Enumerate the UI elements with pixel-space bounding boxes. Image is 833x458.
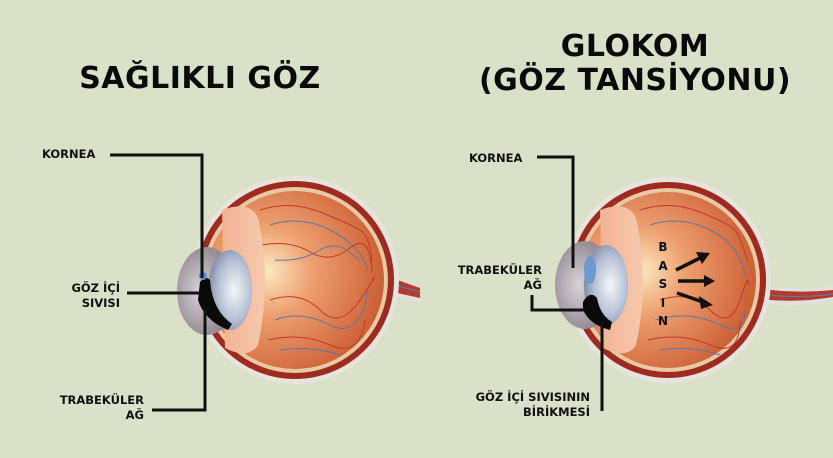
pressure-label: B A S I N xyxy=(657,240,669,328)
leader-lines xyxy=(530,155,604,411)
label-aqueous-fluid: GÖZ İÇİ SIVISI xyxy=(71,281,120,310)
label-trabecular-meshwork: TRABEKÜLER AĞ xyxy=(59,393,144,422)
glaucoma-eye xyxy=(530,155,833,411)
healthy-eye xyxy=(110,153,421,412)
retinal-vessels xyxy=(259,205,375,356)
glaucoma-title: GLOKOM (GÖZ TANSİYONU) xyxy=(440,30,830,97)
glaucoma-title-line1: GLOKOM xyxy=(560,29,710,64)
aqueous-fluid xyxy=(198,277,232,330)
label-trabecular-meshwork: TRABEKÜLER AĞ xyxy=(457,263,542,292)
glaucoma-title-line2: (GÖZ TANSİYONU) xyxy=(478,62,792,98)
label-fluid-buildup: GÖZ İÇİ SIVISININ BİRİKMESİ xyxy=(475,390,590,419)
leader-lines xyxy=(110,153,207,412)
healthy-eye-title: SAĞLIKLI GÖZ xyxy=(79,61,321,96)
label-cornea: KORNEA xyxy=(469,151,523,165)
label-cornea: KORNEA xyxy=(42,147,96,161)
pressure-arrows xyxy=(675,252,715,309)
fluid-buildup xyxy=(583,294,612,330)
lens xyxy=(208,250,252,330)
